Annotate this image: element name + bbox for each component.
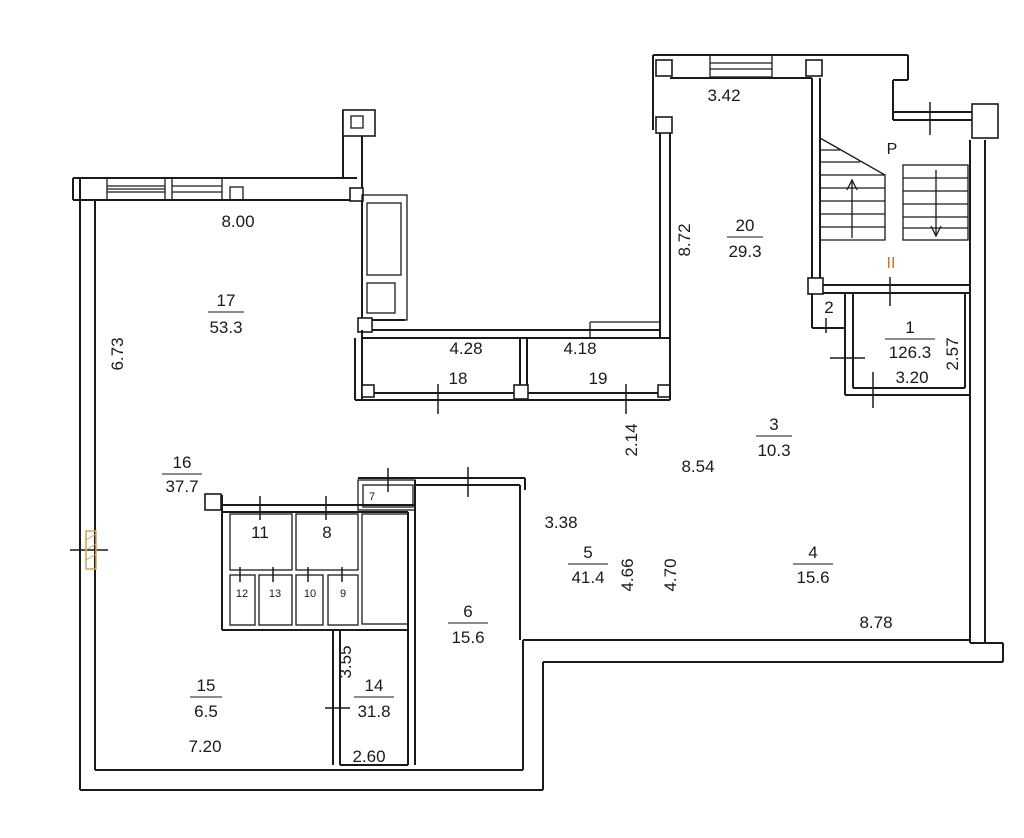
dim-room19-width: 4.18 (563, 339, 596, 358)
dim-room4-height: 4.70 (661, 558, 680, 591)
room-4-area: 15.6 (796, 568, 829, 587)
room-10-number: 10 (304, 588, 316, 600)
room-12-number: 12 (236, 588, 248, 600)
room-20-number: 20 (736, 216, 755, 235)
dim-corridor-height: 2.14 (622, 423, 641, 456)
staircase (819, 137, 969, 241)
room-4-number: 4 (808, 543, 817, 562)
room-16-number: 16 (173, 453, 192, 472)
room-2-number: 2 (824, 298, 833, 317)
dim-room14-width: 2.60 (352, 747, 385, 766)
room-20-area: 29.3 (728, 242, 761, 261)
room-7-number: 7 (369, 491, 375, 503)
roman-two-marker: II (887, 255, 896, 272)
room-labels: 17 53.3 20 29.3 16 37.7 1 126.3 3 10.3 5… (162, 216, 935, 721)
stair-letter-p: P (887, 141, 898, 158)
room-14-number: 14 (365, 676, 384, 695)
room-6-area: 15.6 (451, 628, 484, 647)
room-17-area: 53.3 (209, 318, 242, 337)
room-19-number: 19 (589, 369, 608, 388)
dim-room14-height: 3.55 (336, 645, 355, 678)
room-18-number: 18 (449, 369, 468, 388)
room-16-area: 37.7 (165, 477, 198, 496)
room-5-area: 41.4 (571, 568, 604, 587)
dim-room1-height: 2.57 (943, 337, 962, 370)
dimension-labels: 8.00 6.73 3.42 8.72 4.28 4.18 2.57 3.20 … (108, 86, 962, 766)
room-11-number: 11 (251, 523, 269, 542)
dim-room1-width: 3.20 (895, 368, 928, 387)
dim-room5-height: 4.66 (618, 558, 637, 591)
room-8-number: 8 (322, 523, 331, 542)
room-5-number: 5 (583, 543, 592, 562)
room-6-number: 6 (463, 602, 472, 621)
dim-room18-width: 4.28 (449, 339, 482, 358)
room-3-number: 3 (769, 415, 778, 434)
dim-room4-width: 8.78 (859, 613, 892, 632)
door-ticks (70, 102, 931, 709)
room-14-area: 31.8 (357, 702, 390, 721)
dim-room15-width: 7.20 (188, 737, 221, 756)
room-1-area: 126.3 (889, 343, 932, 362)
room-15-area: 6.5 (194, 702, 218, 721)
room-3-area: 10.3 (757, 441, 790, 460)
room-17-number: 17 (217, 291, 236, 310)
dim-room20-width: 3.42 (707, 86, 740, 105)
dim-left-height: 6.73 (108, 337, 127, 370)
dim-top-left-width: 8.00 (221, 212, 254, 231)
inner-rooms (204, 477, 526, 766)
room-13-number: 13 (269, 588, 281, 600)
dim-hall-width: 8.54 (681, 457, 714, 476)
room-1-number: 1 (905, 318, 914, 337)
room-15-number: 15 (197, 676, 216, 695)
dim-room5-width: 3.38 (544, 513, 577, 532)
room-9-number: 9 (340, 588, 346, 600)
plan-marks: P II (887, 141, 898, 272)
dim-room20-height: 8.72 (675, 223, 694, 256)
outer-walls (72, 54, 1004, 791)
